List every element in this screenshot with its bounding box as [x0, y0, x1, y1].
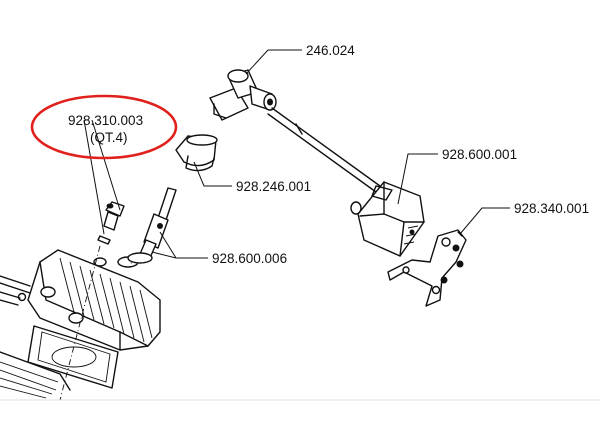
label-spark-plug: 928.600.006	[212, 251, 287, 266]
label-coil-bracket: 928.340.001	[514, 201, 589, 216]
label-head-screw: 928.310.003	[68, 113, 143, 128]
cylinder	[0, 351, 71, 399]
label-ignition-coil: 928.600.001	[442, 147, 517, 162]
cylinder-studs	[0, 275, 31, 306]
head-screw	[97, 201, 125, 245]
ignition-cap	[209, 69, 277, 121]
cylinder-head	[27, 249, 161, 351]
highlight-circle	[30, 94, 178, 160]
spark-plug	[127, 187, 177, 264]
ht-lead	[267, 107, 381, 193]
label-ignition-cap: 246.024	[306, 43, 355, 58]
spark-plug-boot	[175, 134, 218, 172]
ignition-coil	[350, 181, 425, 257]
coil-bracket	[387, 229, 467, 307]
label-head-screw-qty: (QT.4)	[90, 130, 128, 145]
label-cap-boot: 928.246.001	[236, 179, 311, 194]
leader-lines	[83, 49, 510, 259]
